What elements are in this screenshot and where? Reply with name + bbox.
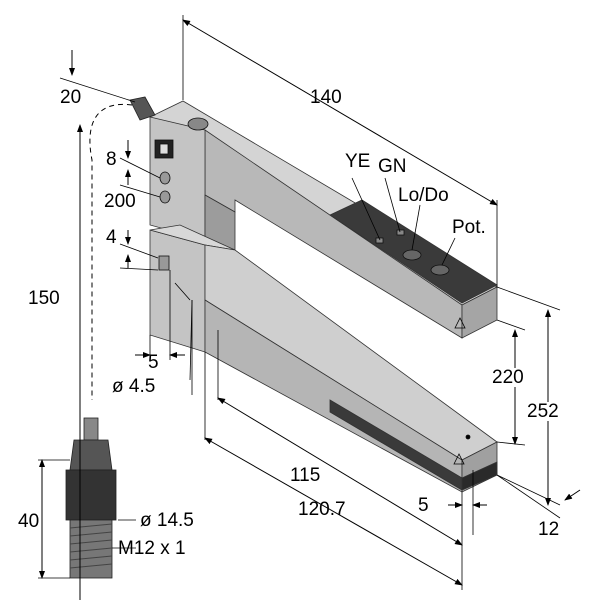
label-gn: GN xyxy=(378,156,407,177)
dim-connector-thread: M12 x 1 xyxy=(118,538,186,559)
dim-depth-115: 115 xyxy=(290,465,321,486)
label-lo-do: Lo/Do xyxy=(398,185,449,206)
dim-height-252: 252 xyxy=(527,401,559,422)
dim-offset-5-left: 5 xyxy=(148,352,159,373)
cable-stub xyxy=(129,96,156,121)
fork-sensor-body xyxy=(149,100,498,493)
dim-thickness-12: 12 xyxy=(538,519,560,540)
dim-connector-diameter: ø 14.5 xyxy=(140,510,194,531)
label-ye: YE xyxy=(345,151,371,172)
dim-offset-8: 8 xyxy=(106,149,117,170)
dimension-lines xyxy=(38,15,581,600)
dim-offset-4: 4 xyxy=(106,227,117,248)
dim-depth-120-7: 120.7 xyxy=(298,499,346,520)
dim-cable-150: 150 xyxy=(28,288,60,309)
dim-hole-diameter: ø 4.5 xyxy=(112,376,156,397)
dim-offset-5-right: 5 xyxy=(418,495,429,516)
cable-dashed-line xyxy=(89,103,133,400)
dim-length-140: 140 xyxy=(310,87,342,108)
dim-offset-200: 200 xyxy=(104,191,136,212)
dim-fork-width-220: 220 xyxy=(492,367,524,388)
label-pot: Pot. xyxy=(452,217,486,238)
dim-cable-20: 20 xyxy=(60,87,82,108)
m12-connector xyxy=(65,417,117,579)
dim-connector-40: 40 xyxy=(18,511,40,532)
